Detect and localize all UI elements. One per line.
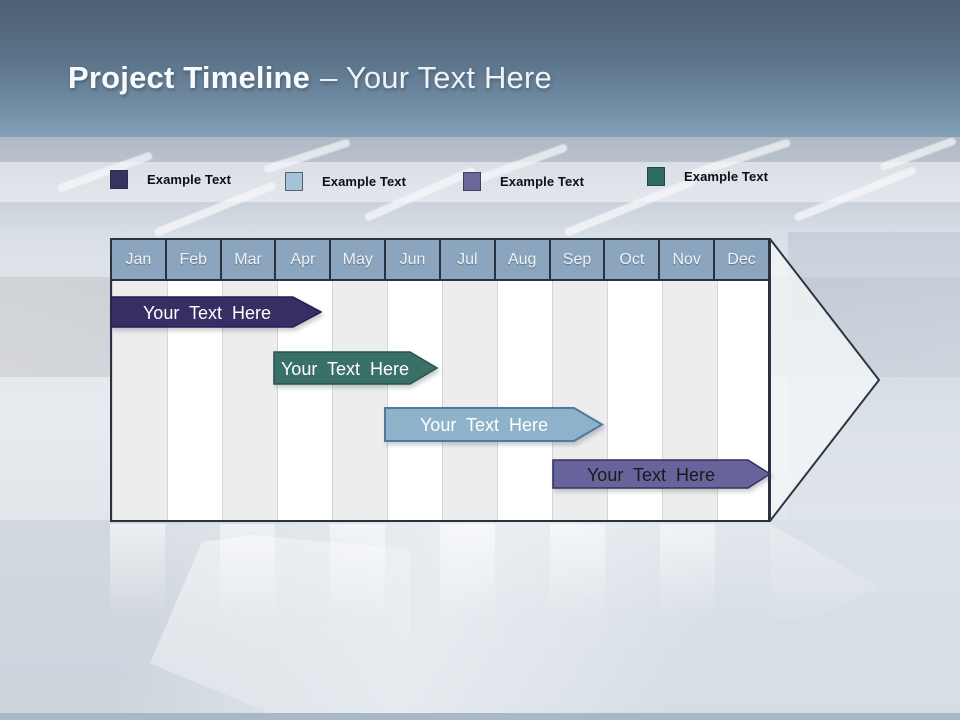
task-bar-4-shape — [552, 459, 772, 489]
month-cell-may: May — [331, 240, 387, 279]
task-bar-3-shape — [384, 407, 604, 442]
task-bar-3: Your Text Here — [384, 407, 604, 442]
title-primary: Project Timeline — [68, 60, 311, 95]
title-secondary: – Your Text Here — [320, 60, 552, 95]
bottom-strip — [0, 713, 960, 720]
month-cell-sep: Sep — [551, 240, 606, 279]
task-bar-2: Your Text Here — [273, 351, 439, 385]
timeline-arrow-tip — [770, 238, 881, 522]
month-cell-oct: Oct — [605, 240, 661, 279]
month-cell-feb: Feb — [167, 240, 222, 279]
month-cell-mar: Mar — [222, 240, 277, 279]
header-band — [0, 0, 960, 137]
task-bar-4: Your Text Here — [552, 459, 772, 489]
month-cell-dec: Dec — [727, 250, 756, 268]
task-bar-2-shape — [273, 351, 439, 385]
legend-swatch-3 — [463, 172, 481, 191]
legend-label-3: Example Text — [500, 174, 585, 189]
month-header-row: Jan Feb Mar Apr May Jun Jul Aug Sep Oct … — [110, 238, 770, 281]
task-bar-1-label: Your Text Here — [143, 303, 271, 323]
month-cell-apr: Apr — [276, 240, 332, 279]
task-bar-1-shape — [110, 296, 322, 328]
task-bar-3-label: Your Text Here — [420, 415, 548, 435]
table-reflection — [110, 524, 770, 639]
page-title: Project Timeline – Your Text Here — [68, 60, 552, 96]
legend-item-1: Example Text — [110, 170, 231, 189]
month-cell-jan: Jan — [112, 240, 167, 279]
month-cell-aug: Aug — [496, 240, 551, 279]
legend-label-2: Example Text — [322, 174, 407, 189]
legend-item-4: Example Text — [647, 167, 768, 186]
legend-swatch-4 — [647, 167, 665, 186]
month-cell-nov: Nov — [660, 240, 716, 279]
legend-swatch-2 — [285, 172, 303, 191]
month-cell-jun: Jun — [386, 240, 441, 279]
legend-swatch-1 — [110, 170, 128, 189]
task-bar-1: Your Text Here — [110, 296, 322, 328]
legend-label-4: Example Text — [684, 169, 769, 184]
task-bar-4-label: Your Text Here — [587, 465, 715, 485]
arrow-tip-shape — [770, 238, 881, 522]
month-cell-jul: Jul — [441, 240, 496, 279]
legend-item-3: Example Text — [463, 172, 584, 191]
task-bar-2-label: Your Text Here — [281, 359, 409, 379]
legend-item-2: Example Text — [285, 172, 406, 191]
legend-label-1: Example Text — [147, 172, 232, 187]
